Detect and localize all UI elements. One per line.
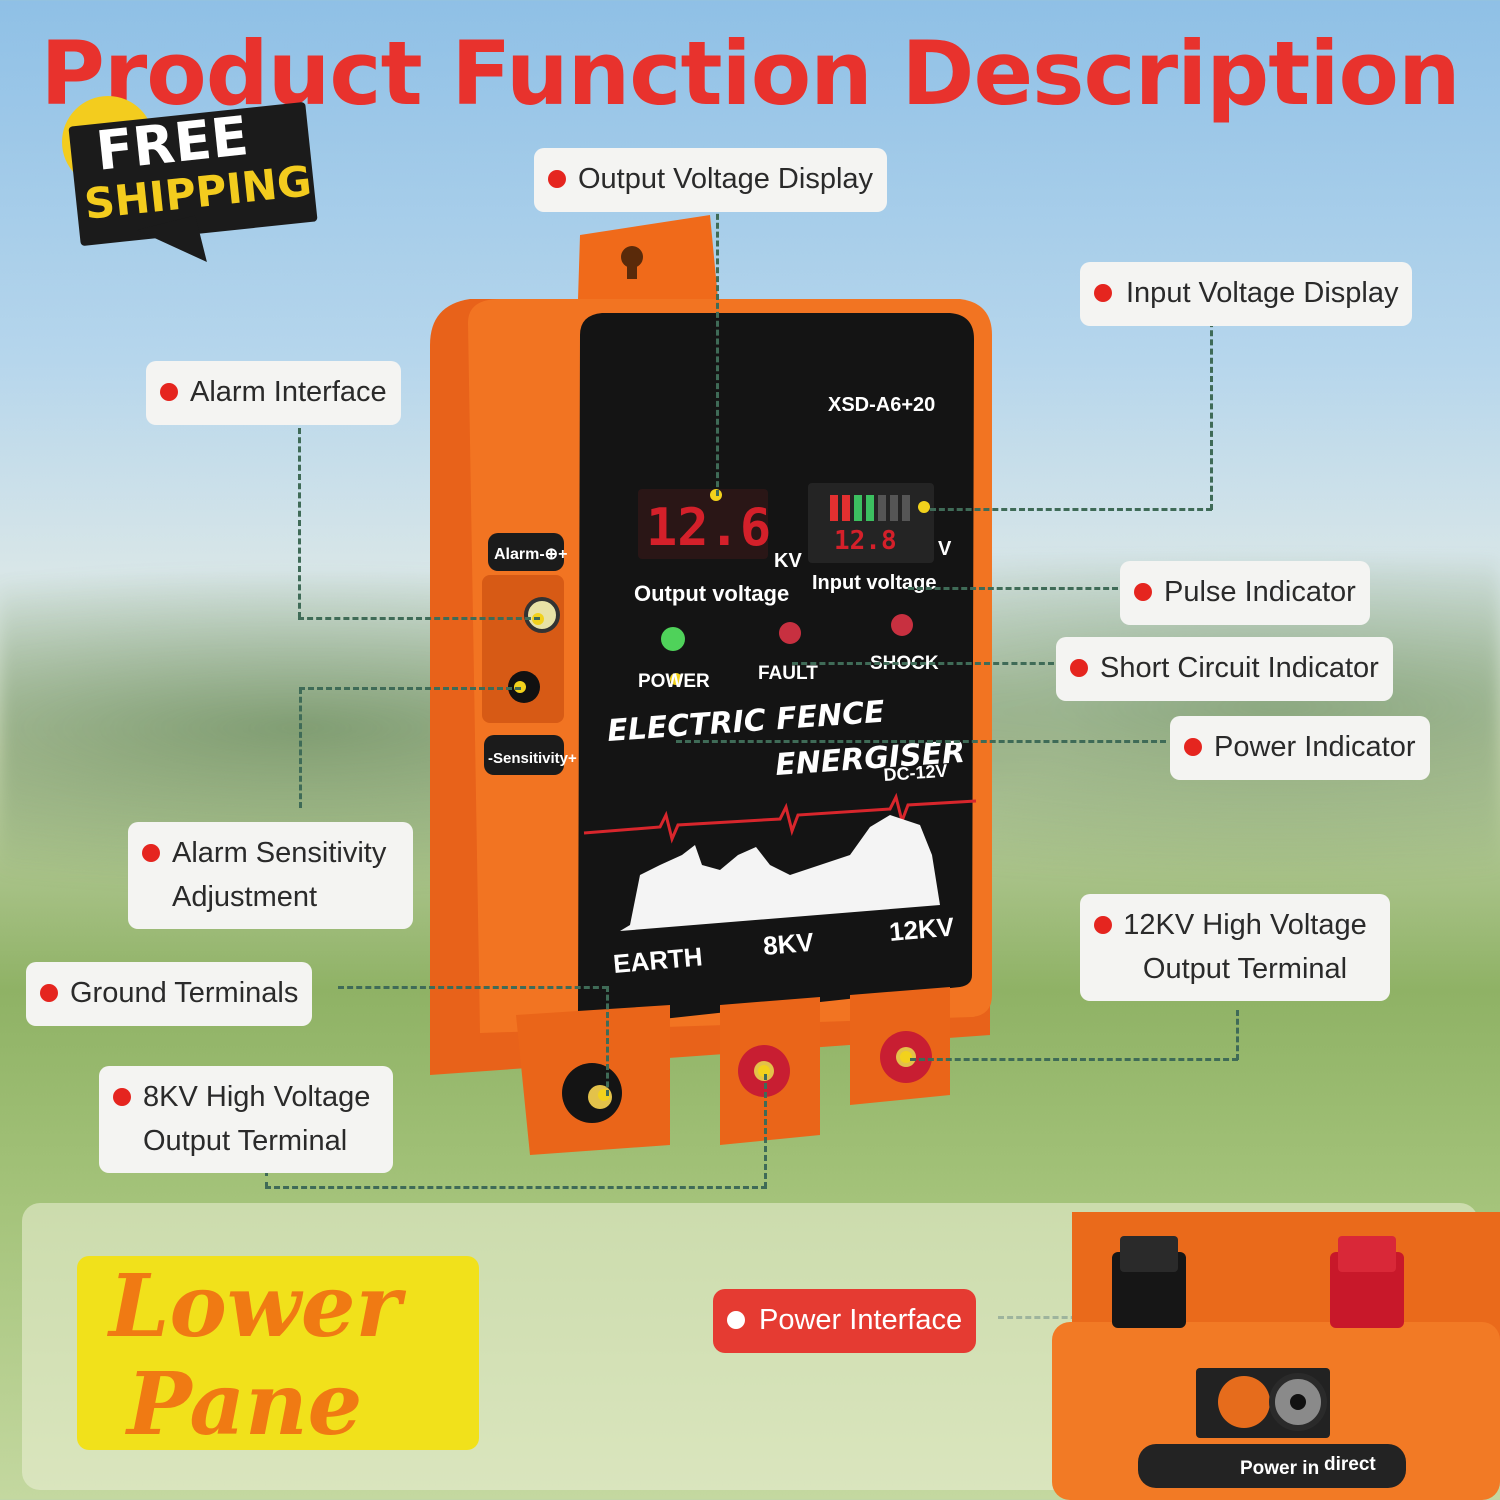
leader-alarm-h <box>298 617 540 620</box>
callout-short-circuit-indicator: Short Circuit Indicator <box>1056 637 1393 701</box>
leader-alarm-v <box>298 428 301 618</box>
free-shipping-badge: FREE SHIPPING <box>62 96 322 277</box>
callout-label: Power Interface <box>759 1304 963 1336</box>
fault-led-label: FAULT <box>758 663 818 684</box>
callout-alarm-sensitivity: Alarm Sensitivity Adjustment <box>128 822 413 929</box>
leader-pulse <box>908 587 1118 590</box>
terminal-12kv-label: 12KV <box>888 911 956 947</box>
leader-short-circuit <box>792 662 1054 665</box>
leader-ground-h <box>338 986 608 989</box>
leader-input-display-h <box>930 508 1212 511</box>
bullet-dot <box>1070 659 1088 677</box>
callout-label: Pulse Indicator <box>1164 576 1356 608</box>
lower-pane-label-box: Lower Pane <box>77 1256 479 1455</box>
callout-input-voltage-display: Input Voltage Display <box>1080 262 1413 326</box>
callout-ground-terminals: Ground Terminals <box>26 962 313 1026</box>
alarm-label-plate <box>488 533 564 571</box>
shock-led <box>891 614 913 636</box>
fence-energiser-device: XSD-A6+20 12.6 KV 12.8 V Output voltage … <box>420 215 1000 1155</box>
bullet-dot <box>1094 284 1112 302</box>
supply-label: DC-12V <box>883 761 948 785</box>
callout-8kv-terminal: 8KV High Voltage Output Terminal <box>99 1066 393 1173</box>
hanger-hole <box>621 246 643 268</box>
callout-label-line2: Output Terminal <box>1142 952 1348 985</box>
bullet-dot <box>142 844 160 862</box>
callout-label: Alarm Interface <box>190 376 387 408</box>
bullet-dot <box>160 383 178 401</box>
fault-led <box>779 622 801 644</box>
closeup-label-b: direct <box>1324 1454 1376 1475</box>
bullet-dot <box>1134 583 1152 601</box>
closeup-label-plate <box>1138 1444 1406 1488</box>
input-label: Input voltage <box>812 572 936 594</box>
input-reading: 12.8 <box>834 526 897 556</box>
leader-output-display <box>716 196 719 496</box>
power-led-label: POWER <box>638 671 710 692</box>
bullet-dot <box>40 984 58 1002</box>
closeup-illustration: Power in direct <box>1052 1212 1500 1500</box>
bullet-dot <box>727 1311 745 1329</box>
leader-12kv-h <box>910 1058 1238 1061</box>
alarm-label: Alarm-⊕+ <box>494 546 567 563</box>
leader-12kv-v <box>1236 1010 1239 1060</box>
callout-label: Power Indicator <box>1214 731 1416 763</box>
device-illustration: XSD-A6+20 12.6 KV 12.8 V Output voltage … <box>430 215 992 1155</box>
callout-label: Input Voltage Display <box>1126 277 1399 309</box>
output-display <box>638 489 768 559</box>
leader-8kv-v2 <box>764 1074 767 1188</box>
leader-8kv-v1 <box>265 1170 268 1188</box>
callout-label: Output Voltage Display <box>578 163 874 195</box>
power-interface-closeup: Power in direct <box>1052 1212 1500 1500</box>
callout-12kv-terminal: 12KV High Voltage Output Terminal <box>1080 894 1390 1001</box>
callout-label-line1: 8KV High Voltage <box>143 1081 371 1113</box>
bullet-dot <box>113 1088 131 1106</box>
callout-label-line2: Output Terminal <box>143 1124 348 1157</box>
power-led <box>661 627 685 651</box>
terminal-8kv-label: 8KV <box>762 927 816 961</box>
pulse-line <box>583 792 977 844</box>
bullet-dot <box>1094 916 1112 934</box>
output-label: Output voltage <box>634 581 789 606</box>
lower-pane-line2: Pane <box>127 1354 363 1455</box>
input-unit: V <box>938 538 952 560</box>
hanger-tab <box>578 215 718 299</box>
callout-label-line1: 12KV High Voltage <box>1123 909 1367 941</box>
leader-input-display-v <box>1210 312 1213 510</box>
callout-alarm-interface: Alarm Interface <box>146 361 401 425</box>
callout-power-interface: Power Interface <box>713 1289 977 1353</box>
output-unit: KV <box>774 550 802 572</box>
callout-power-indicator: Power Indicator <box>1170 716 1430 780</box>
callout-label: Ground Terminals <box>70 977 299 1009</box>
leader-sensitivity-v <box>299 688 302 808</box>
output-reading: 12.6 <box>646 498 771 558</box>
leader-sensitivity-h <box>299 687 521 690</box>
leader-8kv-h <box>265 1186 767 1189</box>
callout-pulse-indicator: Pulse Indicator <box>1120 561 1370 625</box>
bullet-dot <box>548 170 566 188</box>
sensitivity-label-plate <box>484 735 564 775</box>
lower-pane-line1: Lower <box>109 1256 401 1357</box>
closeup-label-a: Power in <box>1240 1458 1319 1479</box>
callout-label-line2: Adjustment <box>172 880 318 913</box>
sensitivity-label: -Sensitivity+ <box>488 750 577 767</box>
bullet-dot <box>1184 738 1202 756</box>
callout-output-voltage-display: Output Voltage Display <box>534 148 888 212</box>
model-label: XSD-A6+20 <box>828 394 935 416</box>
livestock-silhouette <box>620 815 940 931</box>
leader-power <box>676 740 1166 743</box>
callout-label: Short Circuit Indicator <box>1100 652 1379 684</box>
callout-label-line1: Alarm Sensitivity <box>172 837 387 869</box>
leader-ground-v <box>606 986 609 1096</box>
